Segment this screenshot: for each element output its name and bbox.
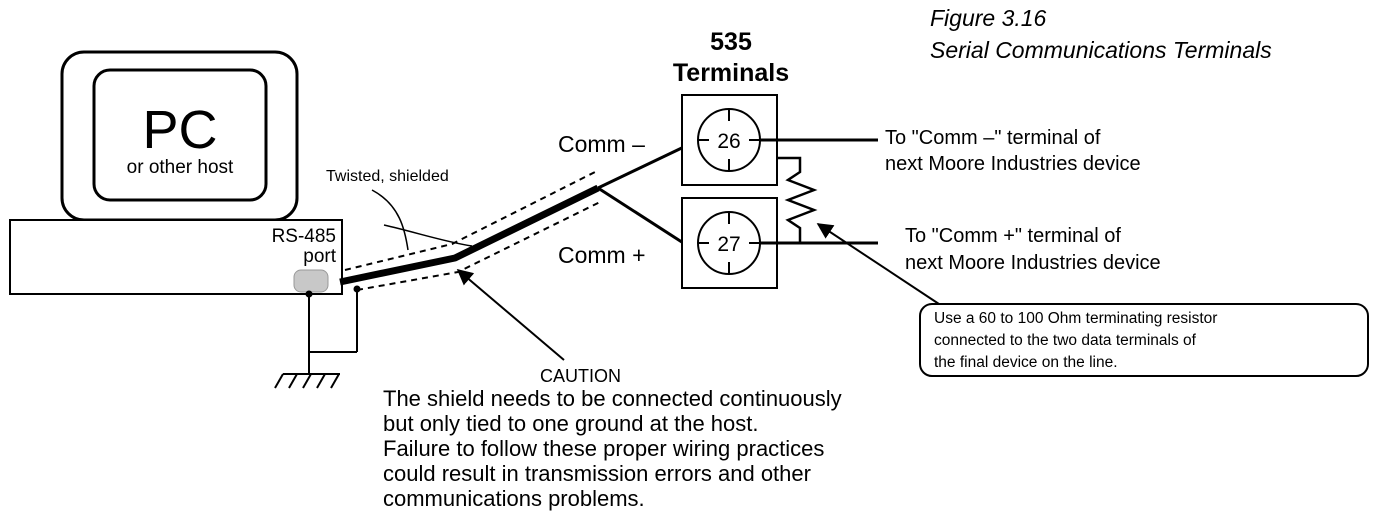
port-label-line1: RS-485 <box>272 226 336 247</box>
comm-wires <box>597 143 689 248</box>
port-label-line2: port <box>303 246 336 267</box>
next-device-minus-line1: To "Comm –" terminal of <box>885 127 1101 149</box>
pc-sublabel: or other host <box>127 157 234 178</box>
terminating-resistor-icon <box>778 156 818 245</box>
terminal-27-number: 27 <box>717 233 740 256</box>
next-device-plus-line2: next Moore Industries device <box>905 252 1161 274</box>
resistor-note-line3: the final device on the line. <box>934 354 1118 371</box>
terminals-header-number: 535 <box>710 28 752 56</box>
figure-number: Figure 3.16 <box>930 5 1047 31</box>
caution-line-3: Failure to follow these proper wiring pr… <box>383 436 824 461</box>
caution-line-1: The shield needs to be connected continu… <box>383 386 842 411</box>
terminal-27 <box>681 197 778 289</box>
shielded-cable <box>339 171 601 291</box>
cable-label: Twisted, shielded <box>326 168 449 185</box>
cable-label-pointer <box>371 189 473 251</box>
pc-base-unit <box>9 219 343 295</box>
terminal-26-number: 26 <box>717 130 740 153</box>
caution-pointer-arrow <box>456 268 565 361</box>
next-device-plus-line1: To "Comm +" terminal of <box>905 225 1121 247</box>
next-device-minus-line2: next Moore Industries device <box>885 153 1141 175</box>
resistor-note-line2: connected to the two data terminals of <box>934 332 1197 349</box>
caution-line-2: but only tied to one ground at the host. <box>383 411 759 436</box>
comm-minus-label: Comm – <box>558 131 645 157</box>
figure-title: Serial Communications Terminals <box>930 37 1272 63</box>
caution-title: CAUTION <box>540 366 621 386</box>
comm-plus-label: Comm + <box>558 242 646 268</box>
pc-label: PC <box>142 100 217 160</box>
terminals-header-label: Terminals <box>673 59 789 87</box>
caution-line-4: could result in transmission errors and … <box>383 461 811 486</box>
resistor-pointer-arrow <box>816 223 943 307</box>
resistor-note-line1: Use a 60 to 100 Ohm terminating resistor <box>934 310 1217 327</box>
ground-wiring <box>283 285 361 375</box>
pc-monitor-icon <box>60 50 299 222</box>
resistor-callout-box <box>919 303 1369 377</box>
rs485-port-icon <box>293 269 329 293</box>
ground-symbol-icon <box>274 373 340 389</box>
caution-line-5: communications problems. <box>383 486 645 511</box>
